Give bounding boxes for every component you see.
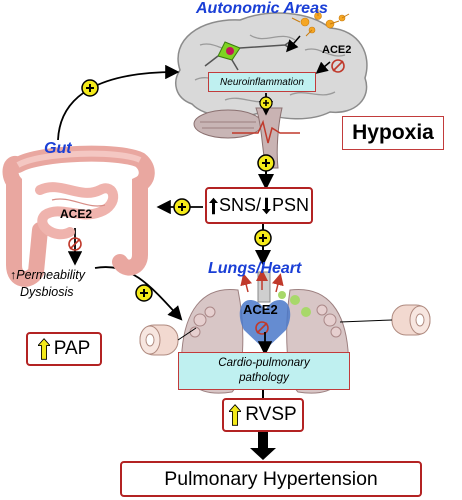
pap-label: PAP: [53, 338, 91, 359]
neuroinflammation-box: Neuroinflammation: [208, 72, 316, 92]
plus-sns-gut: [173, 198, 191, 216]
vessel-left: [139, 324, 179, 356]
gut-illustration: [2, 145, 155, 287]
pap-box: PAP: [26, 332, 102, 366]
plus-markers: [81, 79, 275, 302]
pulmonary-hypertension-box: Pulmonary Hypertension: [120, 461, 422, 497]
brain-ace2-label: ACE2: [322, 44, 352, 56]
psn-down-arrow-icon: [262, 197, 271, 214]
gut-title: Gut: [44, 140, 72, 157]
brain-illustration: [175, 9, 368, 169]
plus-gut-brain: [81, 79, 99, 97]
permeability-label: ↑Permeability: [10, 268, 86, 282]
dysbiosis-label: Dysbiosis: [20, 285, 74, 299]
plus-sns-lungs: [254, 229, 272, 247]
hypoxia-box: Hypoxia: [342, 116, 444, 150]
rvsp-box: RVSP: [222, 398, 304, 432]
plus-neuro: [259, 96, 273, 110]
plus-brainstem: [257, 154, 275, 172]
pap-up-arrow-icon: [37, 338, 50, 360]
permeability-up-arrow-icon: ↑: [10, 268, 17, 282]
lungs-heart-title: Lungs/Heart: [208, 260, 302, 277]
sns-label: SNS/: [218, 195, 261, 215]
sns-psn-box: SNS/ PSN: [205, 187, 313, 224]
pathology-line2: pathology: [239, 372, 289, 384]
lung-ace2-label: ACE2: [243, 302, 278, 317]
sns-up-arrow-icon: [208, 197, 218, 214]
plus-gut-lungs: [135, 284, 153, 302]
rvsp-label: RVSP: [245, 404, 297, 425]
autonomic-areas-title: Autonomic Areas: [196, 0, 328, 17]
cardio-pulmonary-box: Cardio-pulmonary pathology: [178, 352, 350, 390]
psn-label: PSN: [272, 195, 310, 215]
gut-ace2-label: ACE2: [60, 207, 93, 221]
rvsp-up-arrow-icon: [229, 404, 242, 426]
pathology-line1: Cardio-pulmonary: [218, 357, 310, 369]
vessel-right: [391, 304, 431, 336]
